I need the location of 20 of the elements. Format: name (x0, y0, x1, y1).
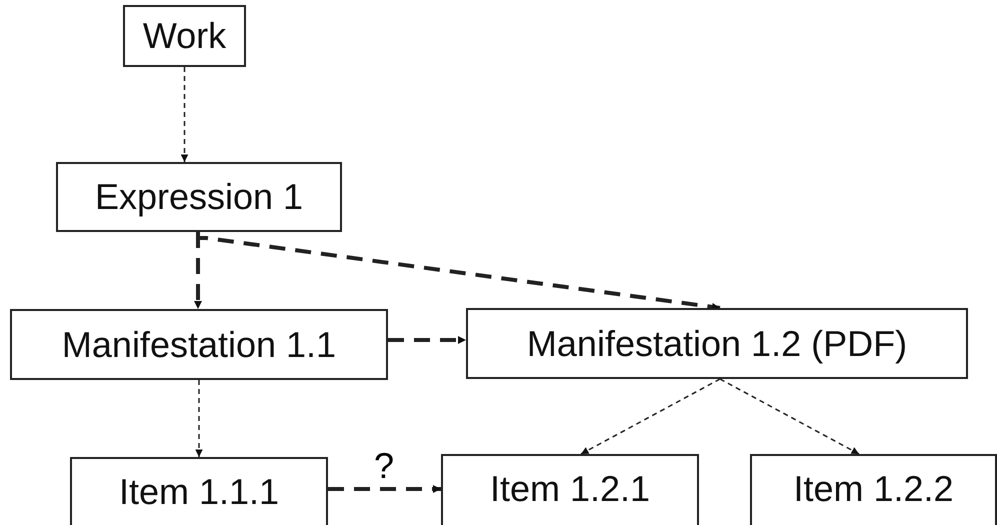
box-label: Item 1.2.2 (793, 468, 954, 510)
process-box (466, 308, 968, 379)
arrow (195, 380, 203, 457)
arrow (388, 336, 466, 344)
box-label: Work (142, 15, 226, 57)
process-box (441, 454, 699, 525)
process-box (123, 5, 246, 67)
box-label: Manifestation 1.2 (PDF) (526, 322, 908, 364)
process-box (56, 162, 342, 232)
arrow (580, 378, 720, 455)
box-label: Item 1.1.1 (118, 471, 280, 513)
box-label: Expression 1 (94, 176, 304, 218)
arrow (328, 485, 441, 493)
process-box (10, 309, 388, 380)
box-label: Item 1.2.1 (490, 468, 650, 510)
process-box (750, 454, 997, 525)
arrow (180, 67, 188, 162)
box-label: Manifestation 1.1 (62, 324, 336, 366)
arrow (720, 378, 860, 455)
process-box (70, 457, 328, 525)
